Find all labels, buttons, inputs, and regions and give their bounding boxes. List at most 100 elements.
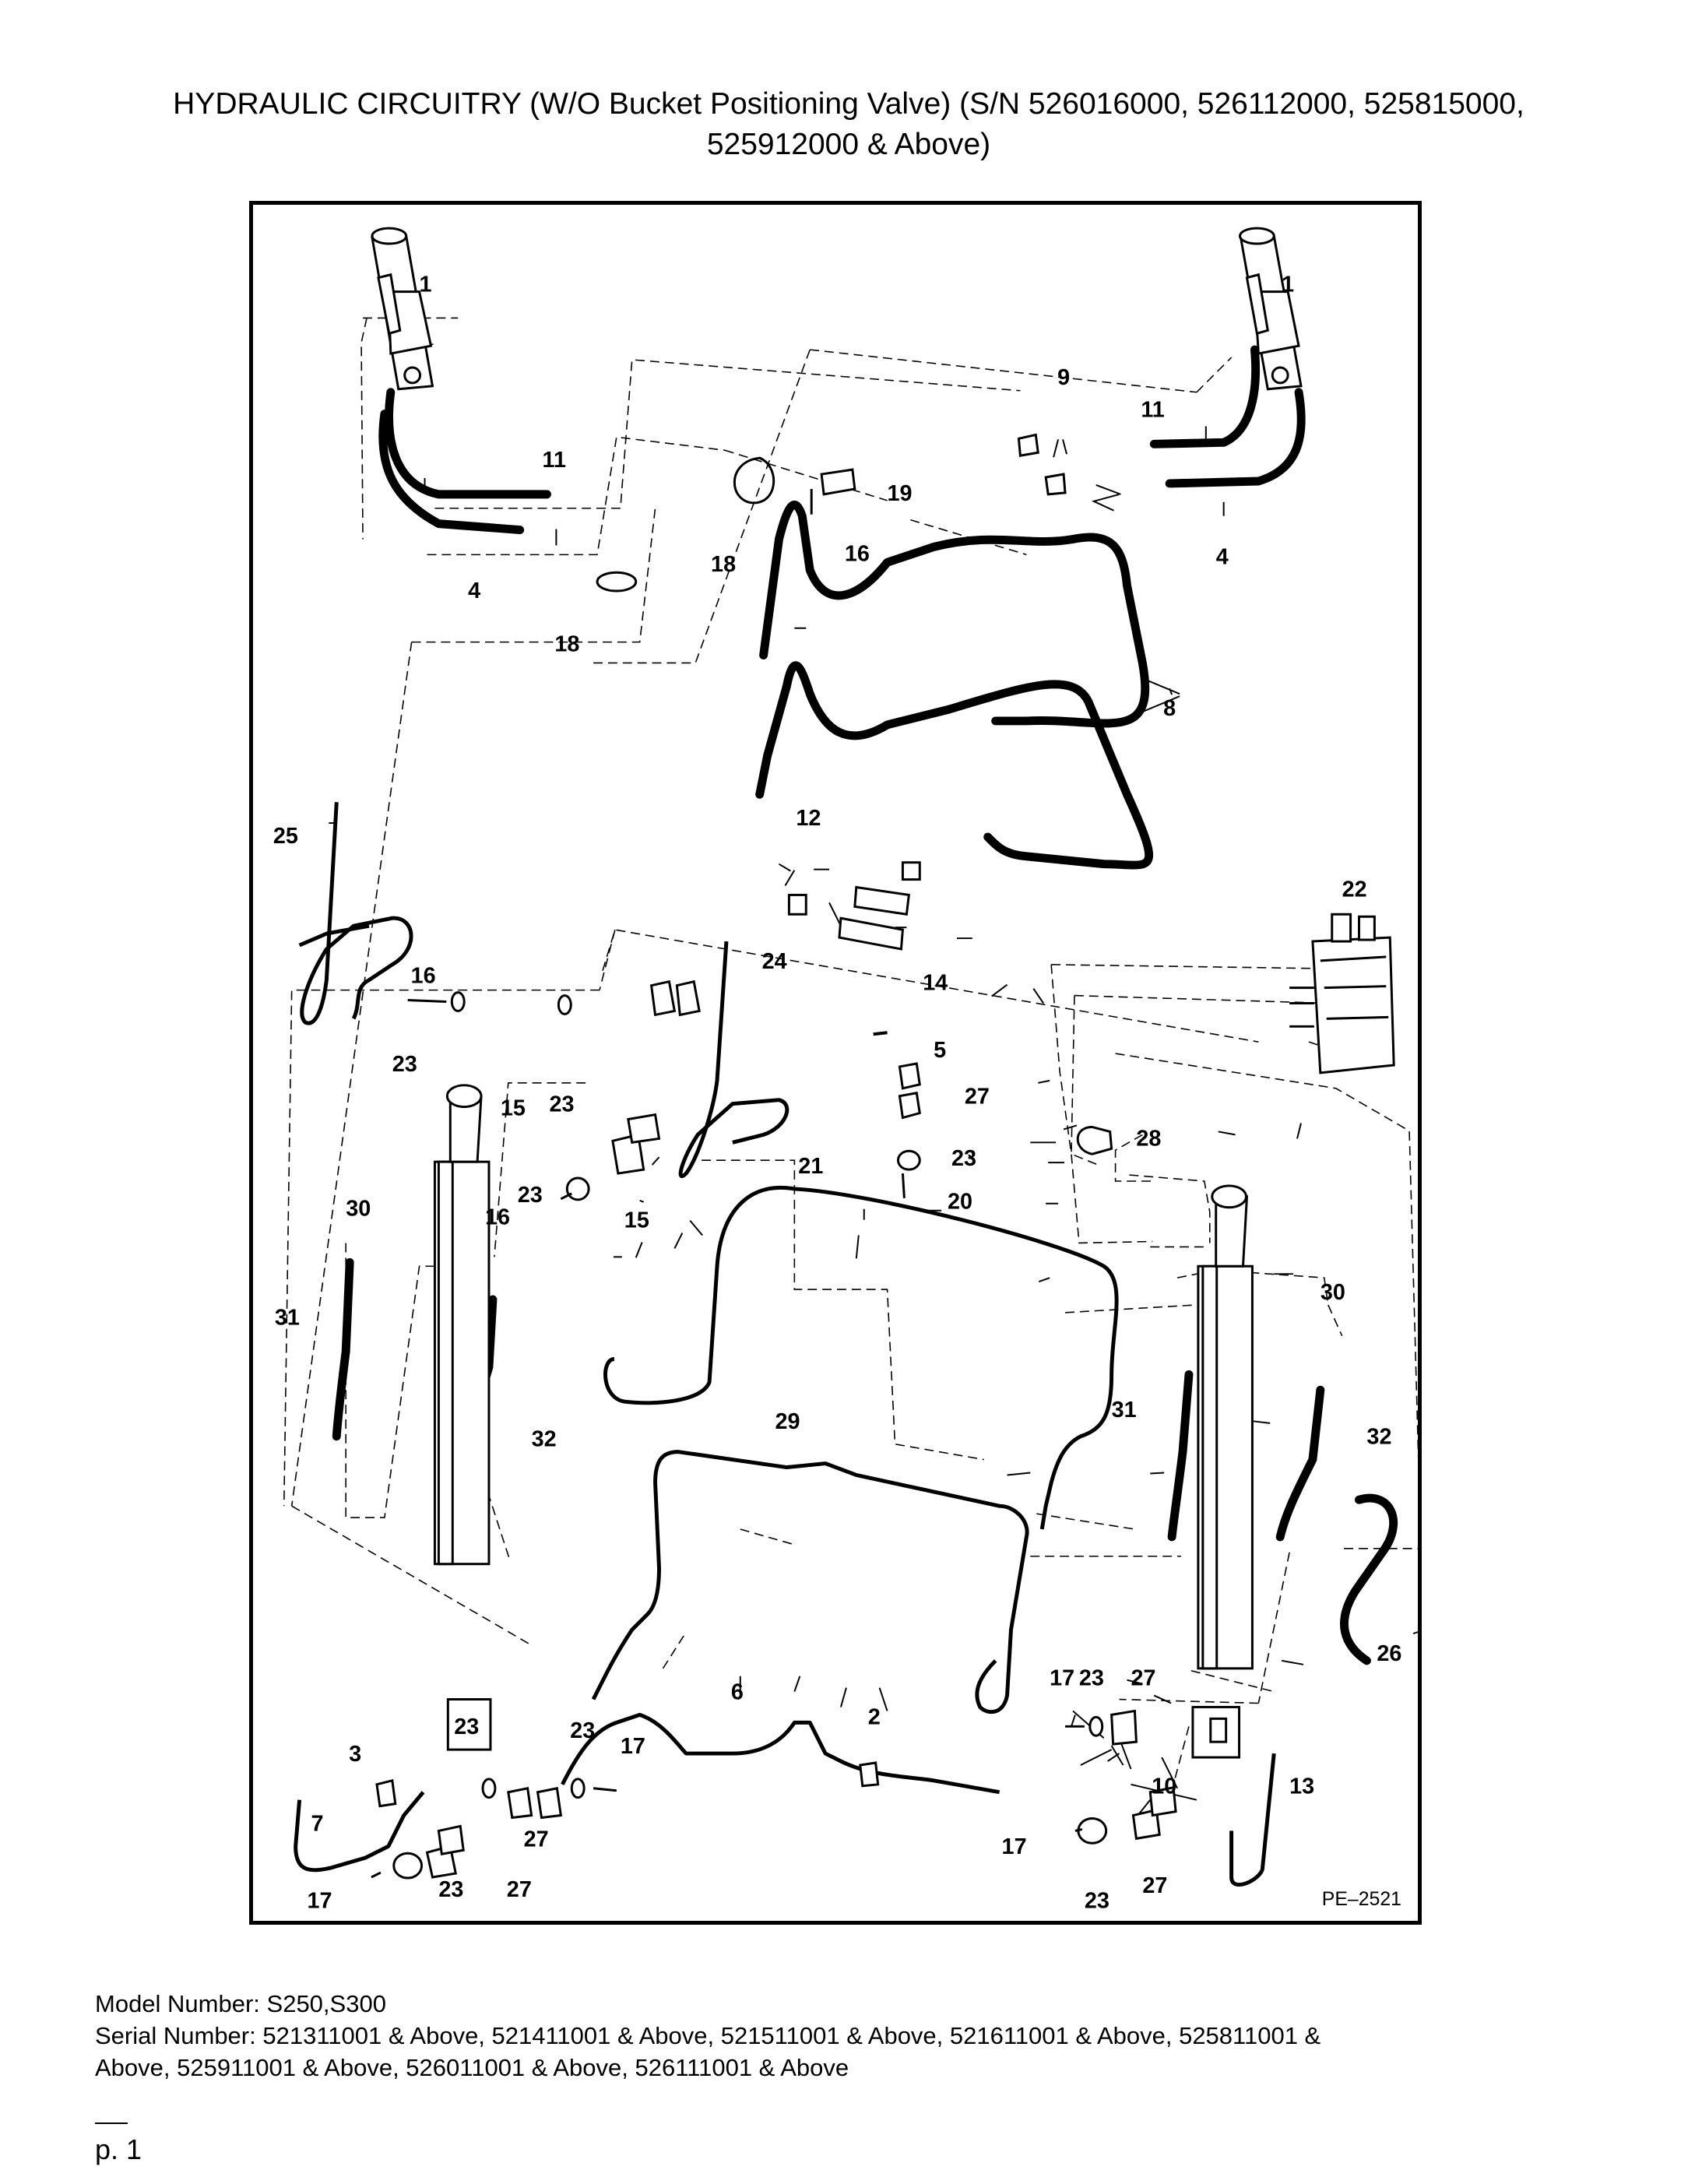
callout-27: 27 [965, 1085, 990, 1110]
callout-8: 8 [1163, 696, 1176, 721]
fittings-12-14 [787, 861, 921, 951]
footer-rule [95, 2122, 128, 2124]
tee-fittings-9 [1017, 433, 1067, 496]
tubes [294, 802, 1276, 1887]
bolts [371, 488, 1085, 1879]
page-title: HYDRAULIC CIRCUITRY (W/O Bucket Position… [47, 84, 1651, 165]
callout-18: 18 [554, 632, 579, 657]
callout-23: 23 [438, 1877, 463, 1902]
callout-23: 23 [392, 1052, 417, 1077]
cylinder-1-right [1239, 227, 1303, 391]
tube-13 [1229, 1753, 1276, 1887]
fitting-2 [859, 1761, 880, 1788]
dashed-leaders [283, 317, 1418, 1785]
check-valve-10 [1209, 1717, 1228, 1743]
footer: Model Number: S250,S300 Serial Number: 5… [95, 1988, 1621, 2084]
hose-26 [1340, 1493, 1398, 1665]
callout-23: 23 [549, 1092, 574, 1117]
callout-23: 23 [570, 1718, 595, 1743]
callout-19: 19 [888, 481, 913, 506]
tube-24 [678, 941, 789, 1178]
callout-3: 3 [349, 1742, 361, 1767]
callout-14: 14 [923, 971, 948, 996]
tube-25-inner [298, 923, 370, 948]
callout-23: 23 [1085, 1889, 1110, 1914]
callout-27: 27 [1131, 1666, 1155, 1691]
hose-4-right [1165, 388, 1306, 488]
callout-11: 11 [1141, 398, 1164, 423]
callout-15: 15 [624, 1208, 649, 1233]
callout-22: 22 [1342, 877, 1367, 902]
callout-30: 30 [1321, 1280, 1345, 1305]
page-number: p. 1 [95, 2133, 142, 2165]
cylinder-30-right [1191, 1184, 1254, 1759]
serial-number-line-1: Serial Number: 521311001 & Above, 521411… [95, 2022, 1321, 2049]
fitting-3 [375, 1778, 397, 1808]
callout-21: 21 [798, 1154, 823, 1179]
serial-number-line-2: Above, 525911001 & Above, 526011001 & Ab… [95, 2054, 849, 2081]
cylinder-30-left [433, 1084, 492, 1751]
callout-1: 1 [420, 273, 432, 297]
model-number: Model Number: S250,S300 [95, 1990, 386, 2017]
callout-32: 32 [532, 1427, 557, 1452]
callout-10: 10 [1152, 1774, 1176, 1799]
callout-15: 15 [501, 1096, 526, 1121]
hose-8-lower [755, 661, 1154, 870]
hose-8-upper [759, 501, 1150, 728]
callout-17: 17 [1050, 1666, 1074, 1691]
control-valve-22 [1289, 913, 1395, 1074]
o-ring-18-lower [596, 571, 638, 593]
callout-27: 27 [507, 1877, 532, 1902]
callout-16: 16 [411, 964, 436, 989]
callout-labels: 1 1 11 11 4 4 9 19 16 18 18 8 25 12 22 2… [273, 273, 1402, 1914]
callout-32: 32 [1366, 1425, 1391, 1450]
callout-28: 28 [1136, 1126, 1161, 1151]
cylinder-1-left [371, 227, 434, 391]
callout-29: 29 [775, 1409, 800, 1434]
clamps [425, 468, 1177, 1879]
callout-31: 31 [1112, 1398, 1137, 1423]
callout-27: 27 [1142, 1873, 1167, 1898]
callout-17: 17 [621, 1734, 645, 1759]
callout-26: 26 [1377, 1641, 1401, 1666]
callout-23: 23 [518, 1183, 543, 1208]
drawing-code: PE–2521 [1322, 1889, 1401, 1910]
callout-23: 23 [454, 1714, 479, 1739]
callout-1: 1 [1282, 273, 1294, 297]
washers-23 [392, 991, 1108, 1880]
tube-21 [603, 1186, 1119, 1530]
hydraulic-diagram: 1 1 11 11 4 4 9 19 16 18 18 8 25 12 22 2… [273, 227, 1418, 1914]
hose-32-right [1275, 1385, 1325, 1542]
callout-9: 9 [1057, 365, 1070, 390]
tube-7 [294, 1791, 425, 1873]
callout-16: 16 [845, 541, 870, 566]
callout-18: 18 [711, 552, 736, 577]
o-ring-18-upper [733, 456, 775, 505]
callout-17: 17 [1002, 1834, 1027, 1859]
callout-24: 24 [762, 949, 787, 974]
misc-parts [375, 456, 1228, 1808]
callout-25: 25 [273, 824, 298, 849]
diagram-frame: 1 1 11 11 4 4 9 19 16 18 18 8 25 12 22 2… [249, 201, 1422, 1925]
title-line-2: 525912000 & Above) [706, 128, 991, 161]
callout-6: 6 [731, 1680, 744, 1705]
callout-20: 20 [948, 1190, 972, 1215]
hose-31-right [1167, 1370, 1194, 1542]
hose-11-right [1149, 345, 1261, 448]
fitting-28 [1076, 1125, 1113, 1155]
callout-12: 12 [796, 806, 821, 831]
hose-11-left [385, 388, 551, 499]
callout-5: 5 [934, 1038, 946, 1063]
callout-13: 13 [1289, 1774, 1314, 1799]
callout-27: 27 [524, 1827, 549, 1852]
tube-29 [591, 1450, 1029, 1714]
hose-31-left [332, 1257, 354, 1441]
callout-16: 16 [485, 1205, 510, 1230]
callout-23: 23 [951, 1146, 976, 1171]
callout-7: 7 [311, 1811, 324, 1836]
callout-31: 31 [275, 1306, 300, 1331]
callout-4: 4 [1216, 544, 1229, 569]
hose-4-left [378, 410, 525, 535]
callout-11: 11 [543, 448, 566, 473]
title-line-1: HYDRAULIC CIRCUITRY (W/O Bucket Position… [173, 87, 1524, 121]
